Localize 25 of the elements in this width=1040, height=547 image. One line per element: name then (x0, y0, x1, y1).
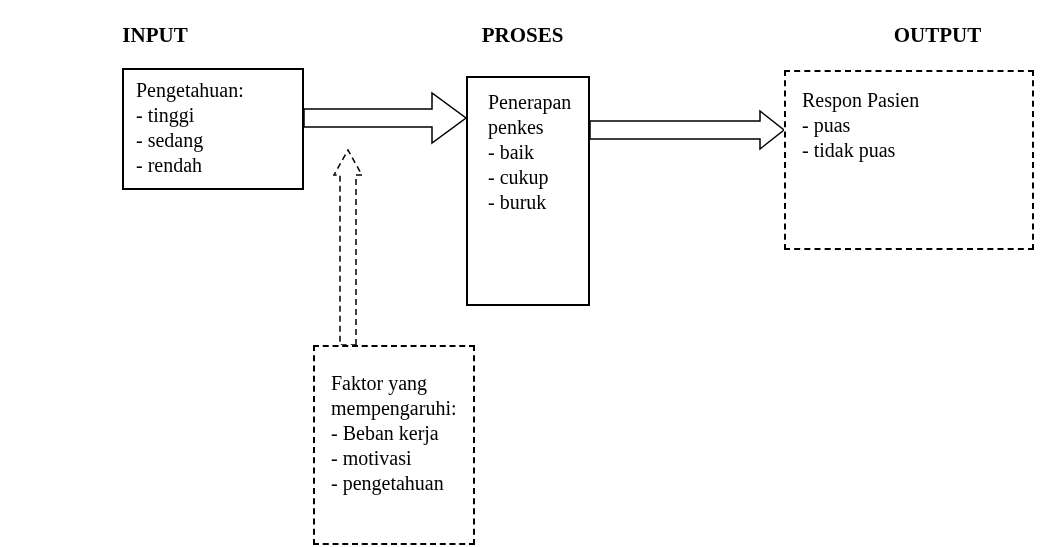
list-item: - cukup (488, 165, 549, 190)
column-heading: OUTPUT (893, 23, 982, 47)
list-item: - pengetahuan (331, 471, 444, 496)
process-box (122, 68, 304, 190)
list-item: - tinggi (136, 103, 195, 128)
box-heading: Penerapan penkes (488, 90, 573, 140)
list-item: - baik (488, 140, 535, 165)
process-box (466, 76, 590, 306)
list-item: - buruk (488, 190, 547, 215)
list-item: - rendah (136, 153, 203, 178)
list-item: - sedang (136, 128, 204, 153)
list-item: - tidak puas (802, 138, 896, 163)
list-item: - Beban kerja (331, 421, 439, 446)
block-arrow (589, 109, 786, 151)
list-item: - motivasi (331, 446, 412, 471)
box-heading: Pengetahuan: (136, 78, 244, 103)
column-heading: INPUT (122, 23, 188, 47)
box-heading: Respon Pasien (802, 88, 920, 113)
block-arrow (303, 91, 468, 145)
box-heading: Faktor yang mempengaruhi: (331, 371, 458, 421)
list-item: - puas (802, 113, 851, 138)
block-arrow (332, 148, 364, 346)
dashed-box (784, 70, 1034, 250)
column-heading: PROSES (481, 23, 564, 47)
dashed-box (313, 345, 475, 545)
